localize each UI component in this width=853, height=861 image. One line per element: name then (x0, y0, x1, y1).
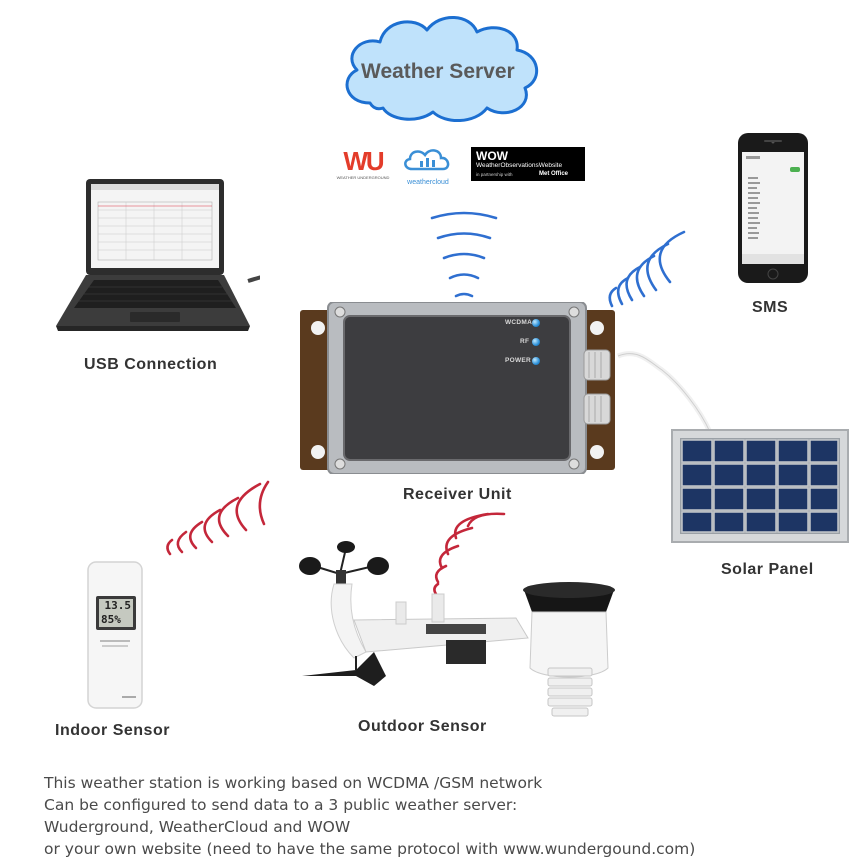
solar-panel-label: Solar Panel (721, 561, 814, 578)
led-label-wcdma: WCDMA (505, 319, 533, 326)
description-line-3: Wuderground, WeatherCloud and WOW (44, 818, 351, 836)
signal-waves-indoor (166, 480, 270, 556)
sms-label: SMS (752, 299, 789, 316)
indoor-sensor-body (87, 561, 143, 709)
smartphone-image (738, 133, 808, 283)
wunderground-logo[interactable]: WU WEATHER UNDERGROUND (333, 147, 393, 183)
wow-logo-partner: in partnership with (476, 172, 513, 177)
wow-logo[interactable]: WOW WeatherObservationsWebsite in partne… (471, 147, 585, 181)
wow-logo-metoffice: Met Office (539, 171, 569, 177)
weathercloud-cloud-icon (404, 149, 450, 171)
laptop-image (56, 179, 260, 331)
weathercloud-caption: weathercloud (407, 179, 449, 186)
wow-logo-subtitle: WeatherObservationsWebsite (476, 162, 563, 169)
wow-logo-title: WOW (476, 149, 508, 163)
signal-waves-up (430, 211, 498, 298)
receiver-unit: WCDMA RF POWER (300, 302, 615, 474)
weather-server-cloud (345, 16, 539, 123)
description-line-2: Can be configured to send data to a 3 pu… (44, 796, 518, 814)
indoor-sensor-label: Indoor Sensor (55, 722, 170, 739)
solar-panel-image (617, 351, 849, 543)
description-line-4: or your own website (need to have the sa… (44, 840, 696, 858)
weathercloud-logo[interactable]: weathercloud (400, 147, 456, 186)
led-label-rf: RF (520, 338, 530, 345)
outdoor-sensor-image (299, 541, 615, 717)
wu-logo-letters: WU (343, 146, 384, 176)
signal-waves-sms (608, 230, 686, 308)
indoor-display-temp: 13.5 (104, 599, 132, 612)
outdoor-sensor-label: Outdoor Sensor (358, 718, 487, 735)
indoor-sensor: 13.5 85% (86, 560, 144, 710)
led-power-indicator (532, 357, 540, 365)
receiver-body (300, 302, 615, 474)
led-rf-indicator (532, 338, 540, 346)
description-line-1: This weather station is working based on… (44, 774, 543, 792)
indoor-display-humidity: 85% (101, 613, 121, 626)
description-text: This weather station is working based on… (44, 772, 695, 860)
led-label-power: POWER (505, 357, 532, 364)
led-wcdma-indicator (532, 319, 540, 327)
signal-waves-outdoor (433, 512, 506, 596)
usb-connection-label: USB Connection (84, 356, 218, 373)
wu-logo-caption: WEATHER UNDERGROUND (336, 175, 390, 180)
weather-server-title: Weather Server (361, 60, 515, 83)
receiver-unit-label: Receiver Unit (403, 486, 512, 503)
